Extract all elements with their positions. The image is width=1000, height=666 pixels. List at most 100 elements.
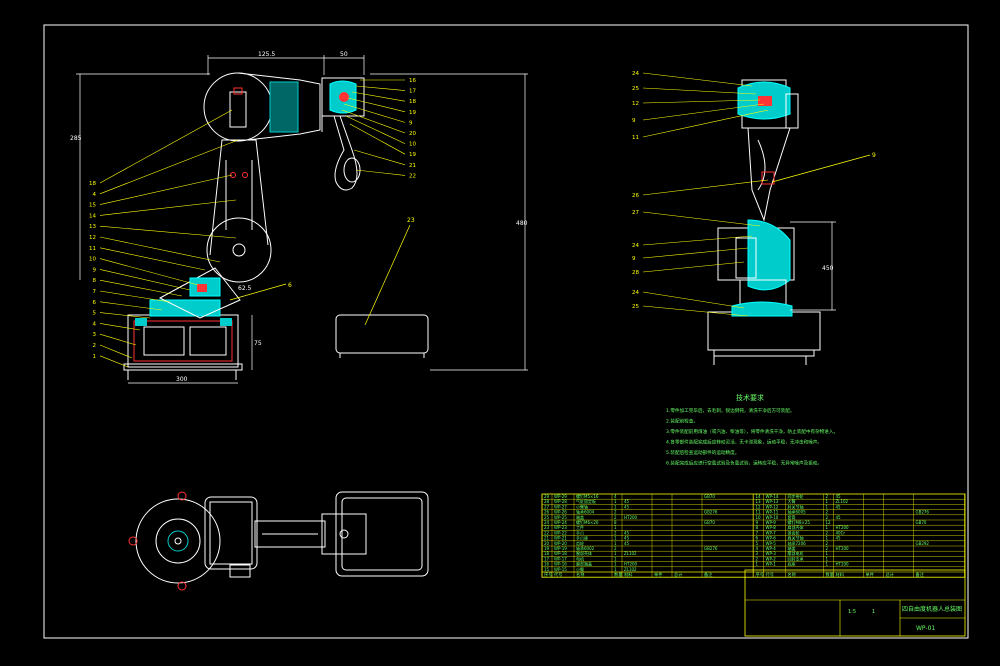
table-cell: 锥齿轮 [788,529,800,535]
tech-req-line: 5.装配后检查运动部件的运动精度。 [666,449,739,456]
table-cell: HT200 [836,546,850,551]
table-cell: 2 [614,510,617,515]
table-cell: 12 [826,520,832,525]
dim-base-width: 300 [176,376,188,383]
table-cell: 小臂轴 [576,503,588,509]
parts-table-header: 代号 [554,571,562,578]
leader-line [642,109,769,138]
table-cell: 14 [756,494,762,499]
table-cell: 手爪座 [576,535,588,541]
dim-top-b: 50 [340,51,348,58]
front-view [76,55,528,384]
part-callout: 28 [632,270,639,276]
table-cell: 9 [756,520,759,525]
table-cell: WP-22 [554,530,567,535]
table-cell: 端盖 [788,545,796,551]
leader-line [642,87,757,95]
table-cell: 1 [614,504,617,509]
table-cell: 1 [756,562,759,567]
table-cell: WP-18 [554,551,567,556]
upper-arm [206,139,272,283]
table-cell: 4 [756,546,759,551]
table-cell: 10 [756,515,762,520]
part-callout: 5 [93,311,97,317]
table-cell: WP-6 [766,536,777,541]
table-cell: GB276 [916,510,930,515]
part-callout: 11 [632,135,639,141]
title-block-sheet: 1 [872,609,875,615]
tech-req-line: 4.各零部件装配完成后应转动灵活，无卡滞现象，运动平稳，无冲击和噪声。 [666,439,822,446]
top-view [128,491,429,591]
title-block-title: 四自由度机器人总装图 [902,605,962,613]
table-cell: WP-2 [766,556,777,561]
leader-line [351,91,406,102]
table-cell: 4 [614,494,617,499]
title-block-scale: 1:5 [848,609,856,615]
parts-table-header: 备注 [916,571,925,578]
part-callout: 19 [409,110,416,116]
side-base [707,301,821,365]
leader-line [99,139,239,195]
table-cell: WP-15 [554,567,567,572]
side-height-dim: 450 [822,265,834,272]
tech-req-lines: 1.零件加工完毕后，去毛刺，锐边倒钝，清洗干净后方可装配。2.装配前检查。3.零… [666,407,838,467]
leader-line [99,247,206,271]
table-cell: 套筒 [788,514,796,520]
table-cell: WP-13 [766,499,779,504]
table-cell: ZL102 [836,499,849,504]
dim-base-height: 75 [254,340,262,347]
leader-line [642,305,749,317]
table-cell: 轴承7206 [788,540,807,546]
table-cell: WP-3 [766,551,777,556]
table-cell: 23 [544,525,550,530]
leader-line [99,236,221,263]
parts-table-header: 单件 [654,571,662,578]
table-cell: 螺钉M6×20 [576,519,599,525]
table-cell: HT200 [624,515,638,520]
side-forearm [747,127,791,222]
drawing-border [43,24,969,639]
table-cell: 45 [836,504,842,509]
table-cell: 2 [826,494,829,499]
tech-req-line: 6.装配完成后应进行空载试验及负载试验，运转应平稳，无异常噪声及振动。 [666,460,822,467]
table-cell: 45 [624,541,630,546]
part-callout: 22 [409,173,416,179]
leader-line [642,211,761,227]
parts-table-header: 代号 [766,571,774,578]
table-cell: GB292 [916,541,930,546]
table-cell: WP-17 [554,556,567,561]
part-callout: 2 [93,343,97,349]
table-cell: 45 [624,504,630,509]
leader-line [642,99,761,104]
table-cell: 螺钉M8×25 [788,519,811,525]
table-cell: 1 [826,556,829,561]
leader-line [99,301,163,311]
workpiece-object [335,314,429,358]
object-label: 23 [407,217,415,224]
leader-line [99,269,191,291]
table-cell: 气缸固定板 [576,498,596,504]
table-cell: 16 [544,562,550,567]
table-cell: 1 [614,499,617,504]
table-cell: HT200 [836,562,850,567]
table-cell: 1 [826,504,829,509]
table-cell: 腰部电机 [788,550,804,556]
table-cell: 2 [614,546,617,551]
part-callout: 8 [93,278,97,284]
table-cell: 1 [614,551,617,556]
side-view [707,79,871,365]
part-callout: 12 [632,101,639,107]
table-cell: 11 [756,510,762,515]
part-callout: 9 [632,256,636,262]
leader-line [642,291,745,309]
table-cell: 2 [614,515,617,520]
table-cell: 5 [756,541,759,546]
table-cell: GB70 [916,520,927,525]
table-cell: 28 [544,499,550,504]
leader-line [642,103,765,121]
table-cell: WP-1 [766,562,777,567]
tech-req-line: 3.零件装配前用煤油（或汽油、柴油等），将零件清洗干净，防止装配中有杂物进入。 [666,428,838,435]
table-cell: 24 [544,520,550,525]
dim-joint: 62.5 [238,285,252,292]
